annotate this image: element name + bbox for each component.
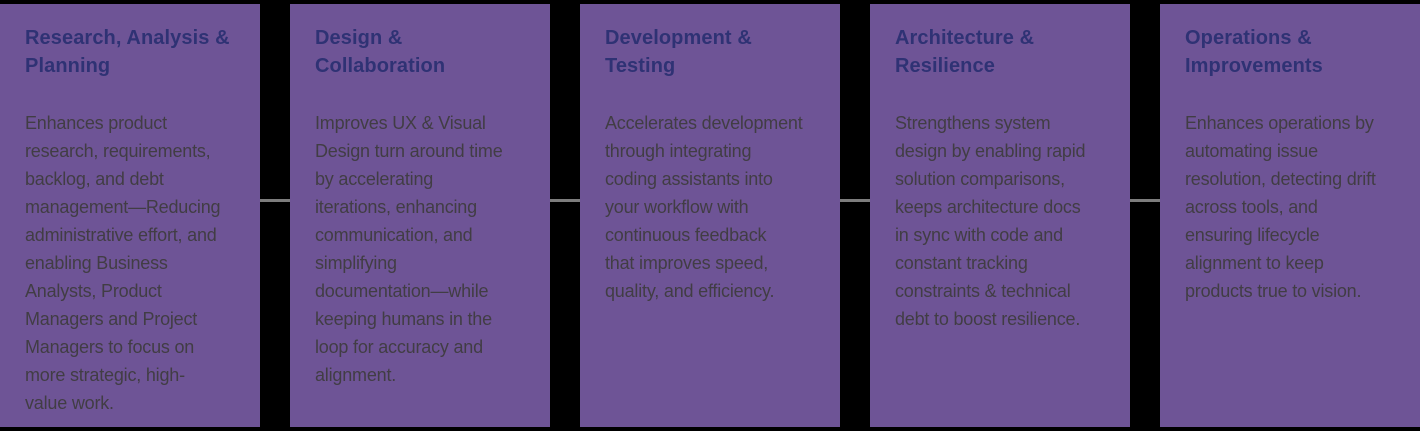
card-title: Development & Testing xyxy=(605,27,752,77)
cards-row: Research, Analysis & Planning Enhances p… xyxy=(0,4,1420,427)
card-title: Architecture & Resilience xyxy=(895,27,1035,77)
card-development-testing: Development & Testing Accelerates develo… xyxy=(580,4,840,427)
card-description: Improves UX & Visual Design turn around … xyxy=(315,113,503,385)
card-architecture-resilience: Architecture & Resilience Strengthens sy… xyxy=(870,4,1130,427)
card-description: Strengthens system design by enabling ra… xyxy=(895,113,1086,329)
card-title: Design & Collaboration xyxy=(315,27,446,77)
card-operations-improvements: Operations & Improvements Enhances opera… xyxy=(1160,4,1420,427)
card-research-analysis-planning: Research, Analysis & Planning Enhances p… xyxy=(0,4,260,427)
card-title: Research, Analysis & Planning xyxy=(25,27,230,77)
card-description: Accelerates development through integrat… xyxy=(605,113,803,301)
card-description: Enhances product research, requirements,… xyxy=(25,113,221,413)
card-title: Operations & Improvements xyxy=(1185,27,1323,77)
card-design-collaboration: Design & Collaboration Improves UX & Vis… xyxy=(290,4,550,427)
card-description: Enhances operations by automating issue … xyxy=(1185,113,1376,301)
